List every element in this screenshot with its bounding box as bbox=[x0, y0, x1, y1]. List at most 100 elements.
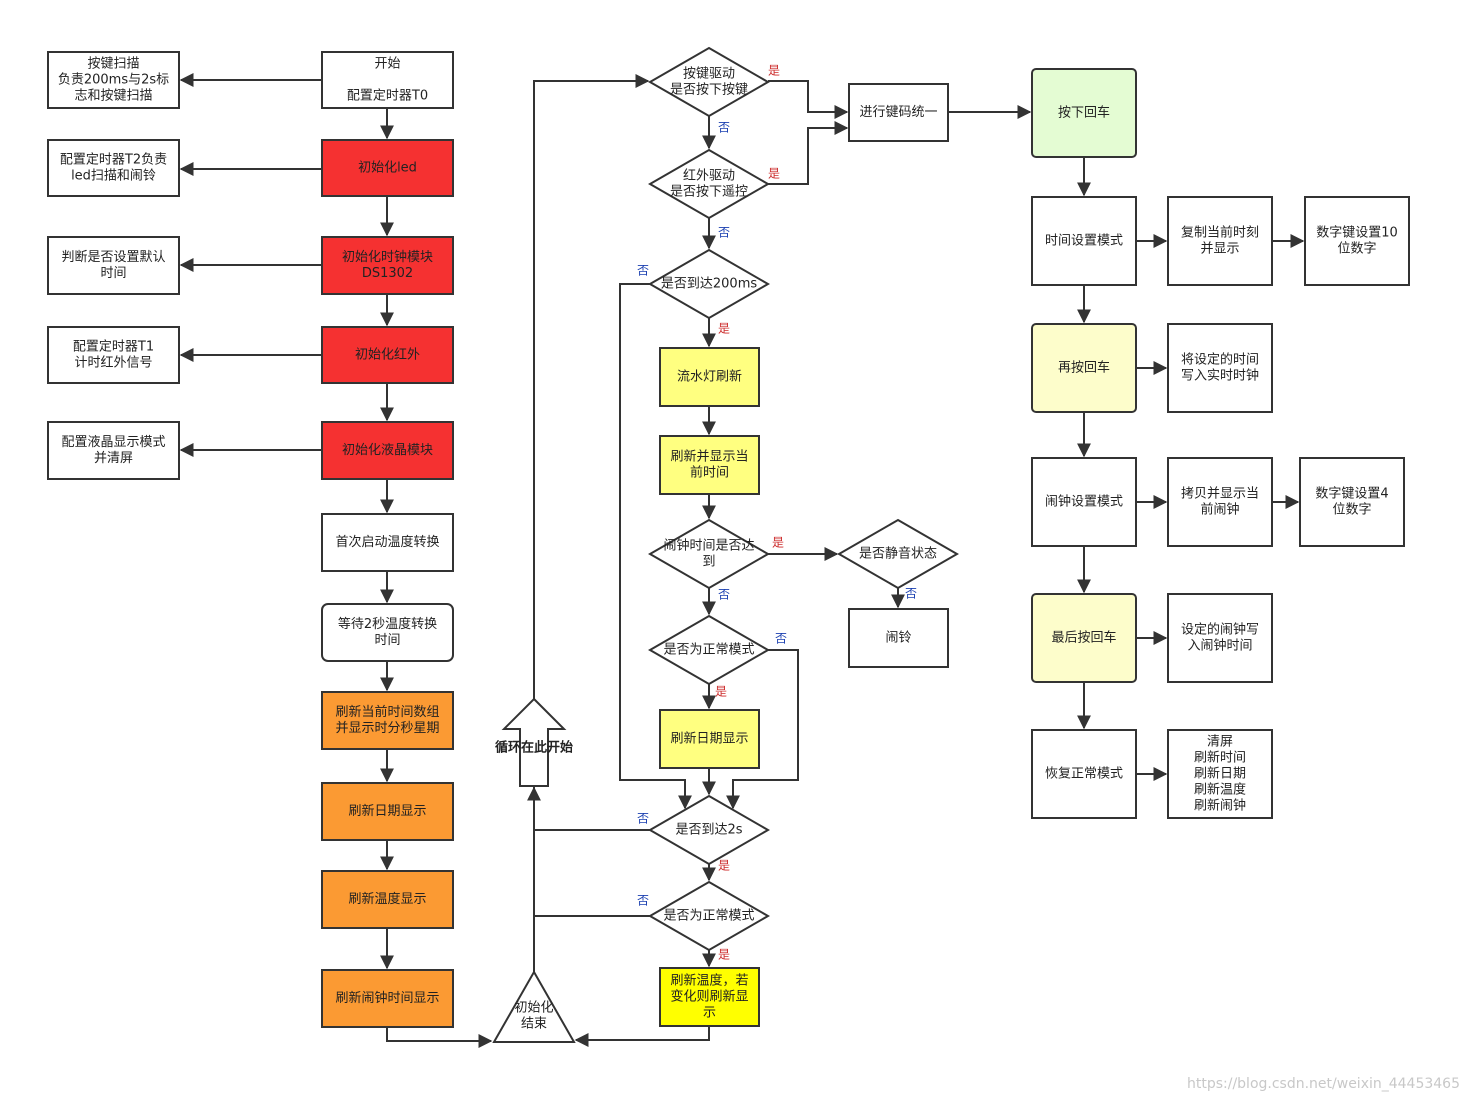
digit-10-text-line: 位数字 bbox=[1337, 242, 1376, 257]
init-lcd-text-line: 初始化液晶模块 bbox=[342, 443, 433, 458]
refresh-temp-text-line: 刷新温度显示 bbox=[348, 891, 426, 907]
alarm-reached-text-line: 到 bbox=[702, 555, 715, 570]
time-set-mode-text-line: 时间设置模式 bbox=[1045, 234, 1123, 249]
refresh-show-time-shape bbox=[659, 435, 760, 495]
no-edge-label: 否 bbox=[637, 264, 649, 278]
default-time-shape bbox=[47, 236, 180, 295]
press-enter-shape bbox=[1031, 68, 1137, 158]
init-lcd-box: 初始化液晶模块 bbox=[321, 421, 454, 480]
loop-start-text: 循环在此开始 bbox=[495, 740, 573, 756]
refresh-all-text-line: 刷新温度 bbox=[1194, 782, 1246, 798]
refresh-time-array-text-line: 刷新当前时间数组 bbox=[335, 704, 439, 720]
alarm-reached-text-line: 闹钟时间是否达 bbox=[663, 538, 754, 554]
key-scan-text-line: 按键扫描 bbox=[87, 57, 139, 72]
edges bbox=[179, 73, 1305, 1048]
refresh-time-array-shape bbox=[321, 691, 454, 750]
time-set-mode-shape bbox=[1031, 196, 1137, 286]
default-time-text-line: 时间 bbox=[100, 266, 126, 281]
yes-edge-label: 是 bbox=[715, 685, 727, 699]
init-led-box: 初始化led bbox=[321, 139, 454, 197]
refresh-temp-2-text-line: 示 bbox=[703, 1006, 716, 1021]
yes-edge-label: 是 bbox=[718, 322, 730, 336]
copy-alarm-shape bbox=[1167, 457, 1273, 547]
ir-drive-text-line: 是否按下遥控 bbox=[670, 185, 748, 200]
init-clock-text-line: 初始化时钟模块 bbox=[342, 249, 433, 265]
init-led-shape bbox=[321, 139, 454, 197]
nodes: 开始配置定时器T0按键扫描负责200ms与2s标志和按键扫描初始化led配置定时… bbox=[47, 46, 1410, 1043]
normal-mode-1-diamond-shape bbox=[647, 614, 771, 686]
water-led-shape bbox=[659, 347, 760, 407]
no-edge-label: 否 bbox=[637, 812, 649, 826]
lcd-mode-shape bbox=[47, 421, 180, 480]
no-edge-label: 否 bbox=[775, 632, 787, 646]
no-edge-label: 否 bbox=[905, 587, 917, 601]
refresh-date-2-box: 刷新日期显示 bbox=[659, 709, 760, 769]
refresh-all-text-line: 清屏 bbox=[1207, 735, 1233, 750]
write-alarm-text-line: 设定的闹钟写 bbox=[1181, 622, 1259, 638]
water-led-box: 流水灯刷新 bbox=[659, 347, 760, 407]
reach-2s-diamond-shape bbox=[647, 794, 771, 866]
init-lcd-shape bbox=[321, 421, 454, 480]
normal-mode-1-no-to-reach-2s-edge bbox=[726, 649, 799, 810]
init-end-triangle-shape bbox=[492, 969, 576, 1043]
refresh-date-text-line: 刷新日期显示 bbox=[348, 803, 426, 819]
normal-mode-2-diamond-shape bbox=[647, 880, 771, 952]
time-set-mode-box: 时间设置模式 bbox=[1031, 196, 1137, 286]
refresh-temp-2-text-line: 变化则刷新显 bbox=[670, 989, 748, 1005]
refresh-temp-2-text-line: 刷新温度，若 bbox=[670, 973, 748, 989]
edge-labels: 是否是否否是是否否否是否是否是 bbox=[637, 64, 917, 962]
yes-edge-label: 是 bbox=[718, 948, 730, 962]
key-drive-text-line: 是否按下按键 bbox=[670, 83, 748, 98]
init-clock-text-line: DS1302 bbox=[362, 266, 413, 281]
init-led-text-line: 初始化led bbox=[358, 161, 417, 176]
reach-200ms-diamond-shape bbox=[647, 248, 771, 320]
t2-config-text-line: led扫描和闹铃 bbox=[71, 169, 156, 184]
digit-10-shape bbox=[1304, 196, 1410, 286]
default-time-text-line: 判断是否设置默认 bbox=[61, 249, 165, 265]
no-edge-label: 否 bbox=[718, 121, 730, 135]
refresh-all-shape bbox=[1167, 729, 1273, 819]
init-end-text-line: 结束 bbox=[521, 1017, 547, 1032]
refresh-temp-shape bbox=[321, 870, 454, 929]
restore-normal-box: 恢复正常模式 bbox=[1031, 729, 1137, 819]
press-enter-again-box: 再按回车 bbox=[1031, 323, 1137, 413]
normal-mode-2-decision: 是否为正常模式 bbox=[647, 880, 771, 952]
loop-start-arrow: 循环在此开始 bbox=[495, 697, 573, 787]
refresh-all-text-line: 刷新日期 bbox=[1194, 766, 1246, 782]
yes-edge-label: 是 bbox=[772, 536, 784, 550]
alarm-ring-shape bbox=[848, 608, 949, 668]
normal-mode-1-decision: 是否为正常模式 bbox=[647, 614, 771, 686]
ir-drive-yes-to-keycode-edge bbox=[768, 121, 849, 185]
start-text-line: 配置定时器T0 bbox=[347, 89, 428, 104]
refresh-show-time-text-line: 刷新并显示当 bbox=[670, 449, 748, 465]
lcd-mode-text-line: 配置液晶显示模式 bbox=[61, 435, 165, 450]
key-scan-text-line: 负责200ms与2s标 bbox=[58, 73, 169, 88]
t2-config-shape bbox=[47, 139, 180, 197]
wait-2s-text-line: 时间 bbox=[374, 633, 400, 648]
alarm-ring-box: 闹铃 bbox=[848, 608, 949, 668]
alarm-set-mode-box: 闹钟设置模式 bbox=[1031, 457, 1137, 547]
init-clock-shape bbox=[321, 236, 454, 295]
refresh-temp-2-shape bbox=[659, 967, 760, 1027]
digit-4-text-line: 位数字 bbox=[1332, 503, 1371, 518]
restore-normal-text-line: 恢复正常模式 bbox=[1045, 767, 1123, 782]
write-rtc-shape bbox=[1167, 323, 1273, 413]
digit-4-shape bbox=[1299, 457, 1405, 547]
start-text-line: 开始 bbox=[374, 57, 400, 72]
alarm-set-mode-shape bbox=[1031, 457, 1137, 547]
press-enter-box: 按下回车 bbox=[1031, 68, 1137, 158]
refresh-date-shape bbox=[321, 782, 454, 841]
t2-config-text-line: 配置定时器T2负责 bbox=[60, 153, 167, 168]
watermark: https://blog.csdn.net/weixin_44453465 bbox=[1187, 1076, 1460, 1092]
